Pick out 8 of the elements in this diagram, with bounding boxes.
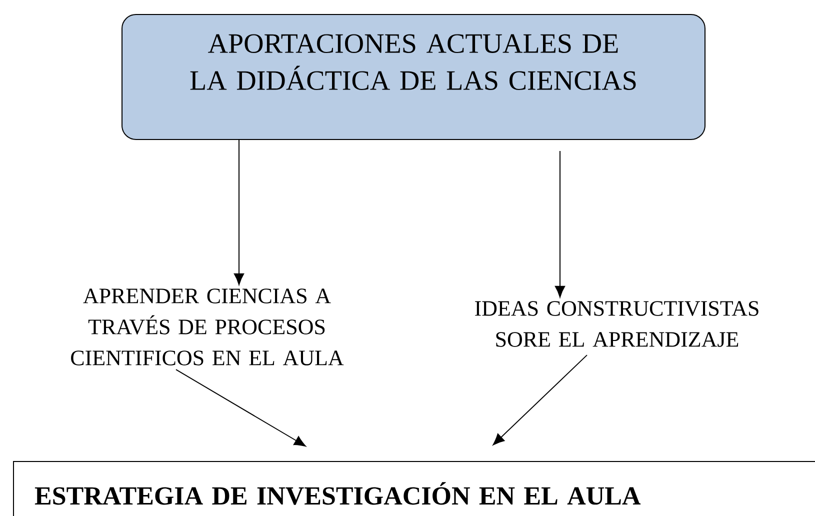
text-label: APRENDER CIENCIAS A TRAVÉS DE PROCESOS CIENTIFICOS EN EL AULA: [71, 288, 344, 366]
text-label: IDEAS CONSTRUCTIVISTAS SORE EL APRENDIZAJE: [475, 301, 758, 347]
arrow: [554, 150, 566, 298]
arrow: [234, 140, 244, 286]
rounded-box: APORTACIONES ACTUALES DE LA DIDÁCTICA DE LAS CIENCIAS: [122, 14, 706, 140]
arrow: [492, 354, 588, 446]
arrow: [176, 369, 306, 447]
title-box: ESTRATEGIA DE INVESTIGACIÓN EN EL AULA: [13, 460, 815, 516]
